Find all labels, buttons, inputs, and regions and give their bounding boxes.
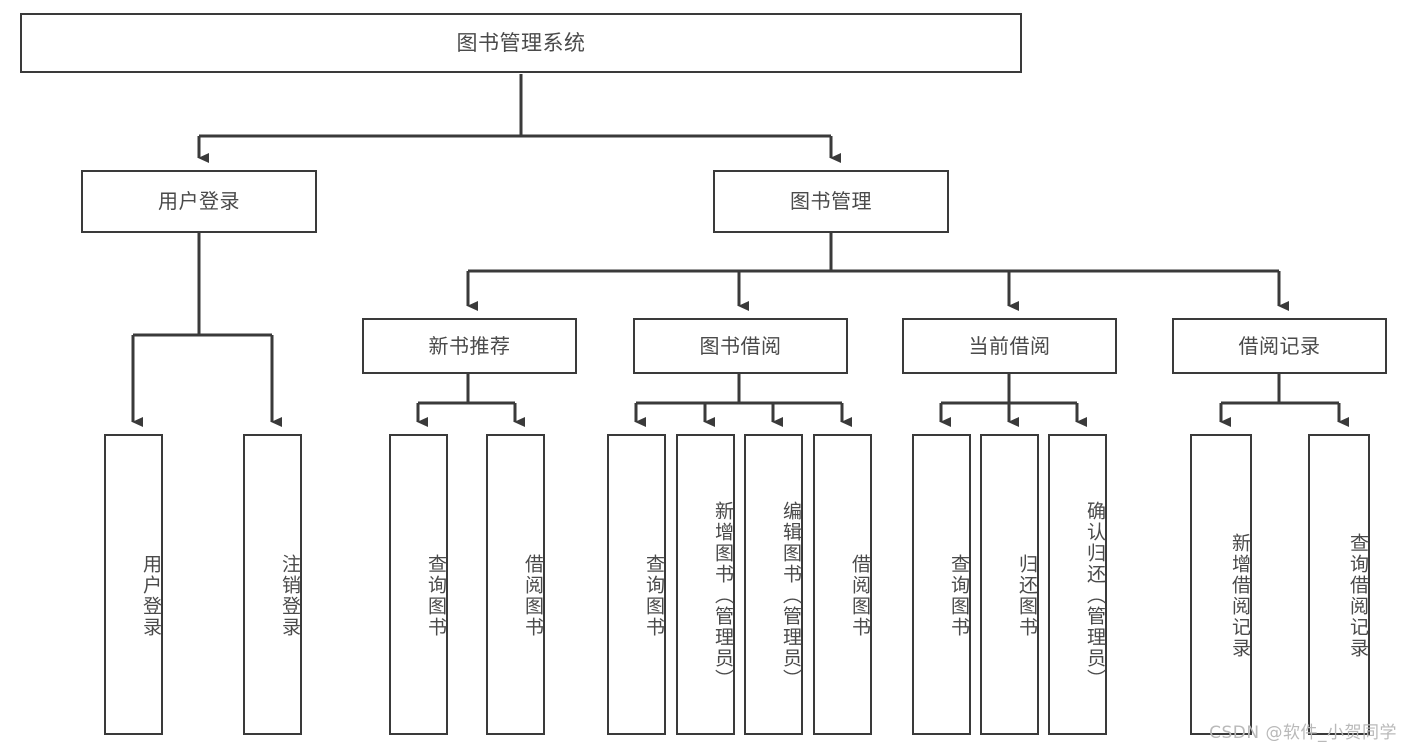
node-leaf-edit-book[interactable]: 编辑图书（管理员） [744, 434, 803, 735]
node-leaf-borrow-book-2[interactable]: 借阅图书 [813, 434, 872, 735]
node-book-management[interactable]: 图书管理 [713, 170, 949, 233]
node-leaf-query-book-3[interactable]: 查询图书 [912, 434, 971, 735]
node-leaf-query-borrow-record[interactable]: 查询借阅记录 [1308, 434, 1370, 735]
node-borrow-record-label: 借阅记录 [1238, 333, 1321, 358]
node-current-borrow[interactable]: 当前借阅 [902, 318, 1117, 374]
node-leaf-query-book-2-label: 查询图书 [643, 553, 665, 638]
node-leaf-logout-login[interactable]: 注销登录 [243, 434, 302, 735]
node-leaf-confirm-return[interactable]: 确认归还（管理员） [1048, 434, 1107, 735]
node-leaf-user-login-label: 用户登录 [140, 553, 162, 638]
node-leaf-query-book-1-label: 查询图书 [425, 553, 447, 638]
node-leaf-query-book-2[interactable]: 查询图书 [607, 434, 666, 735]
node-leaf-query-borrow-record-label: 查询借阅记录 [1347, 532, 1369, 659]
node-book-management-label: 图书管理 [790, 189, 872, 213]
node-leaf-add-borrow-record[interactable]: 新增借阅记录 [1190, 434, 1252, 735]
node-leaf-add-book[interactable]: 新增图书（管理员） [676, 434, 735, 735]
node-leaf-borrow-book-1-label: 借阅图书 [522, 553, 544, 638]
node-user-login-label: 用户登录 [158, 189, 240, 213]
node-root-book-management-system[interactable]: 图书管理系统 [20, 13, 1022, 73]
node-user-login[interactable]: 用户登录 [81, 170, 317, 233]
node-leaf-borrow-book-1[interactable]: 借阅图书 [486, 434, 545, 735]
node-current-borrow-label: 当前借阅 [968, 333, 1051, 358]
node-leaf-add-book-label: 新增图书（管理员） [712, 501, 734, 690]
node-leaf-borrow-book-2-label: 借阅图书 [849, 553, 871, 638]
node-leaf-add-borrow-record-label: 新增借阅记录 [1229, 532, 1251, 659]
node-leaf-confirm-return-label: 确认归还（管理员） [1084, 501, 1106, 690]
node-leaf-query-book-1[interactable]: 查询图书 [389, 434, 448, 735]
node-book-borrow[interactable]: 图书借阅 [633, 318, 848, 374]
node-borrow-record[interactable]: 借阅记录 [1172, 318, 1387, 374]
node-root-label: 图书管理系统 [456, 30, 586, 55]
node-leaf-logout-login-label: 注销登录 [279, 553, 301, 638]
csdn-watermark: CSDN @软件_小贺同学 [1209, 723, 1397, 743]
node-leaf-return-book-label: 归还图书 [1016, 553, 1038, 638]
node-leaf-user-login[interactable]: 用户登录 [104, 434, 163, 735]
node-leaf-return-book[interactable]: 归还图书 [980, 434, 1039, 735]
node-book-borrow-label: 图书借阅 [699, 333, 782, 358]
node-new-book-recommend[interactable]: 新书推荐 [362, 318, 577, 374]
node-leaf-edit-book-label: 编辑图书（管理员） [780, 501, 802, 690]
node-new-book-recommend-label: 新书推荐 [428, 333, 511, 358]
node-leaf-query-book-3-label: 查询图书 [948, 553, 970, 638]
